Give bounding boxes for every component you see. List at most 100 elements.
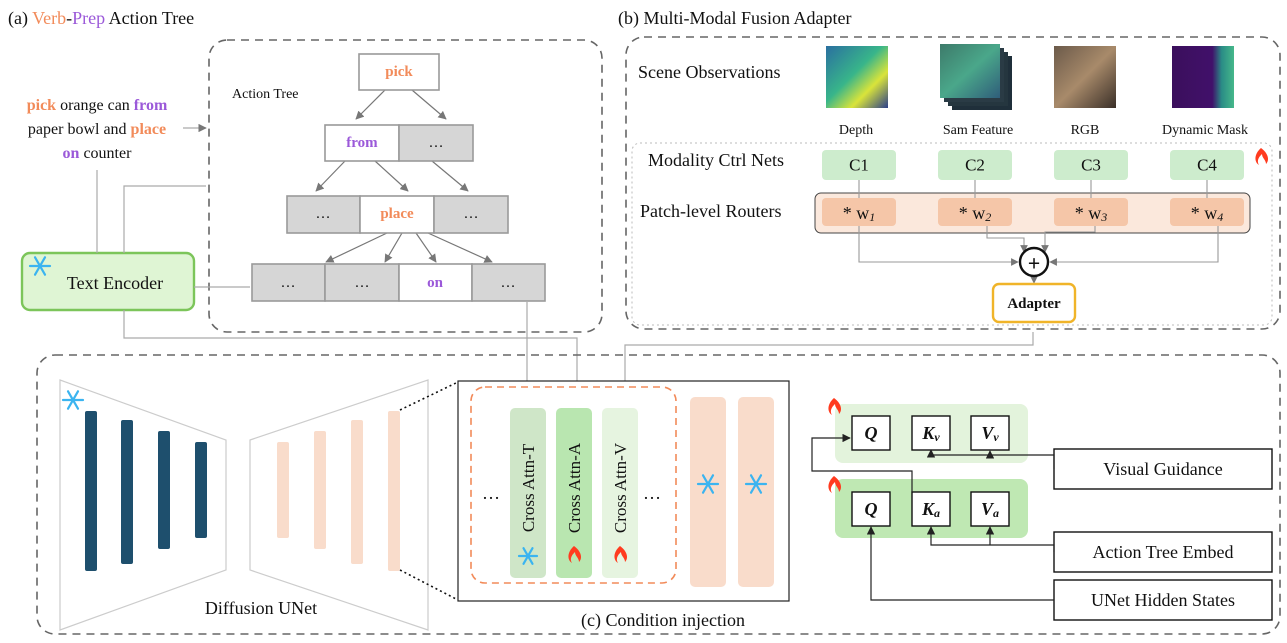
tree-node-from xyxy=(324,124,400,162)
tree-node-l2-right xyxy=(433,195,509,234)
section-c-label: (c) Condition injection xyxy=(581,610,745,631)
ctrl-net-c2-label: C2 xyxy=(965,156,985,175)
fusion-adapter-box xyxy=(625,36,1281,330)
depth-image xyxy=(826,46,888,108)
text-encoder-block xyxy=(20,251,196,312)
q-visual-box xyxy=(851,415,891,451)
ctrl-net-c3 xyxy=(1054,150,1128,180)
tree-node-l3-a xyxy=(251,263,326,302)
router-w3 xyxy=(1054,198,1128,226)
tree-node-place-label: place xyxy=(380,206,414,222)
cross-attn-a-label: Cross Attn-A xyxy=(565,442,584,533)
tree-node-place xyxy=(359,195,435,234)
v-action-box xyxy=(970,491,1010,527)
frozen-block-2 xyxy=(738,397,774,587)
attn-group-box xyxy=(470,386,677,584)
frozen-block-2-snowflake-icon xyxy=(744,474,768,494)
router-connectors xyxy=(858,180,1219,284)
tree-node-l3-d xyxy=(471,263,546,302)
cross-attn-t-label: Cross Attn-T xyxy=(519,443,538,532)
attn-a-flame-icon xyxy=(568,546,582,563)
instruction-text: pick orange can from paper bowl and plac… xyxy=(27,97,168,162)
adapter-block xyxy=(991,282,1077,324)
cross-attn-v-label: Cross Attn-V xyxy=(611,442,630,533)
encoder-connectors xyxy=(96,170,1034,393)
v-visual-label: Vv xyxy=(981,423,999,444)
visual-attn-flame-icon xyxy=(828,398,842,415)
rgb-image xyxy=(1054,46,1116,108)
attn-t-snowflake-icon xyxy=(517,547,539,565)
visual-guidance-label: Visual Guidance xyxy=(1103,459,1222,479)
k-visual-label: Kv xyxy=(921,423,940,444)
ctrl-net-c4 xyxy=(1170,150,1244,180)
text-encoder-snowflake-icon xyxy=(28,256,52,276)
action-tree-title: Action Tree xyxy=(232,87,299,102)
tree-node-l3-b-label: … xyxy=(355,275,370,291)
router-w2 xyxy=(938,198,1012,226)
frozen-block-1-snowflake-icon xyxy=(696,474,720,494)
routers-label: Patch-level Routers xyxy=(640,201,781,221)
tree-node-l1-ellipsis xyxy=(398,124,474,162)
ctrl-net-c1 xyxy=(822,150,896,180)
unet-hidden-states-box xyxy=(1053,579,1273,621)
action-tree-embed-box xyxy=(1053,531,1273,573)
ctrl-net-c2 xyxy=(938,150,1012,180)
unet-decoder-bars xyxy=(277,411,400,571)
router-w4-label: * w4 xyxy=(1191,203,1224,224)
sum-symbol: + xyxy=(1028,251,1041,276)
modality-label-sam: Sam Feature xyxy=(943,123,1013,138)
router-w4 xyxy=(1170,198,1244,226)
k-action-label: Ka xyxy=(921,499,940,520)
ellipsis-left: … xyxy=(482,483,500,503)
tree-node-root xyxy=(358,53,440,91)
ctrl-nets-flame-icon xyxy=(1255,148,1269,165)
action-tree-box xyxy=(208,39,603,333)
unet-encoder-shape xyxy=(59,379,227,631)
cross-attn-v-block xyxy=(602,408,638,578)
cross-attn-t-block xyxy=(510,408,546,578)
unet-snowflake-icon xyxy=(61,390,85,410)
tree-node-l2-right-label: … xyxy=(464,206,479,222)
router-band xyxy=(814,192,1251,234)
router-w2-label: * w2 xyxy=(959,203,992,224)
qkv-connectors xyxy=(811,433,1055,601)
tree-node-on xyxy=(398,263,473,302)
action-attn-flame-icon xyxy=(828,476,842,493)
section-a-label: (a) Verb-Prep Action Tree xyxy=(8,8,194,29)
text-encoder-label: Text Encoder xyxy=(67,273,163,293)
tree-node-from-label: from xyxy=(346,135,378,151)
adapter-label: Adapter xyxy=(1007,296,1061,312)
modality-label-mask: Dynamic Mask xyxy=(1162,123,1248,138)
tree-node-l2-left-label: … xyxy=(316,206,331,222)
k-action-box xyxy=(911,491,951,527)
sam-feature-image xyxy=(940,44,1012,110)
section-b-label: (b) Multi-Modal Fusion Adapter xyxy=(618,8,851,29)
v-visual-box xyxy=(970,415,1010,451)
tree-node-l3-a-label: … xyxy=(281,275,296,291)
tree-node-root-label: pick xyxy=(385,64,413,80)
zoom-line-top xyxy=(399,381,459,411)
tree-node-l3-d-label: … xyxy=(501,275,516,291)
tree-node-l1-ellipsis-label: … xyxy=(429,135,444,151)
attn-v-flame-icon xyxy=(614,546,628,563)
tree-node-on-label: on xyxy=(427,275,444,291)
sum-node xyxy=(1018,246,1050,278)
q-visual-label: Q xyxy=(865,423,878,443)
dynamic-mask-image xyxy=(1172,46,1234,108)
ctrl-net-c3-label: C3 xyxy=(1081,156,1101,175)
zoom-line-bottom xyxy=(399,569,459,601)
unet-encoder-bars xyxy=(85,411,207,571)
v-action-label: Va xyxy=(981,499,999,520)
unet-decoder-shape xyxy=(249,379,429,631)
ctrl-nets-label: Modality Ctrl Nets xyxy=(648,150,784,170)
tree-edges xyxy=(315,89,493,263)
router-w1-label: * w1 xyxy=(843,203,876,224)
k-visual-box xyxy=(911,415,951,451)
svg-text:pick orange can from: pick orange can from xyxy=(27,97,168,114)
ellipsis-right: … xyxy=(643,483,661,503)
ctrl-region xyxy=(631,142,1273,326)
frozen-block-1 xyxy=(690,397,726,587)
condition-injection-box xyxy=(36,354,1281,635)
router-w3-label: * w3 xyxy=(1075,203,1108,224)
